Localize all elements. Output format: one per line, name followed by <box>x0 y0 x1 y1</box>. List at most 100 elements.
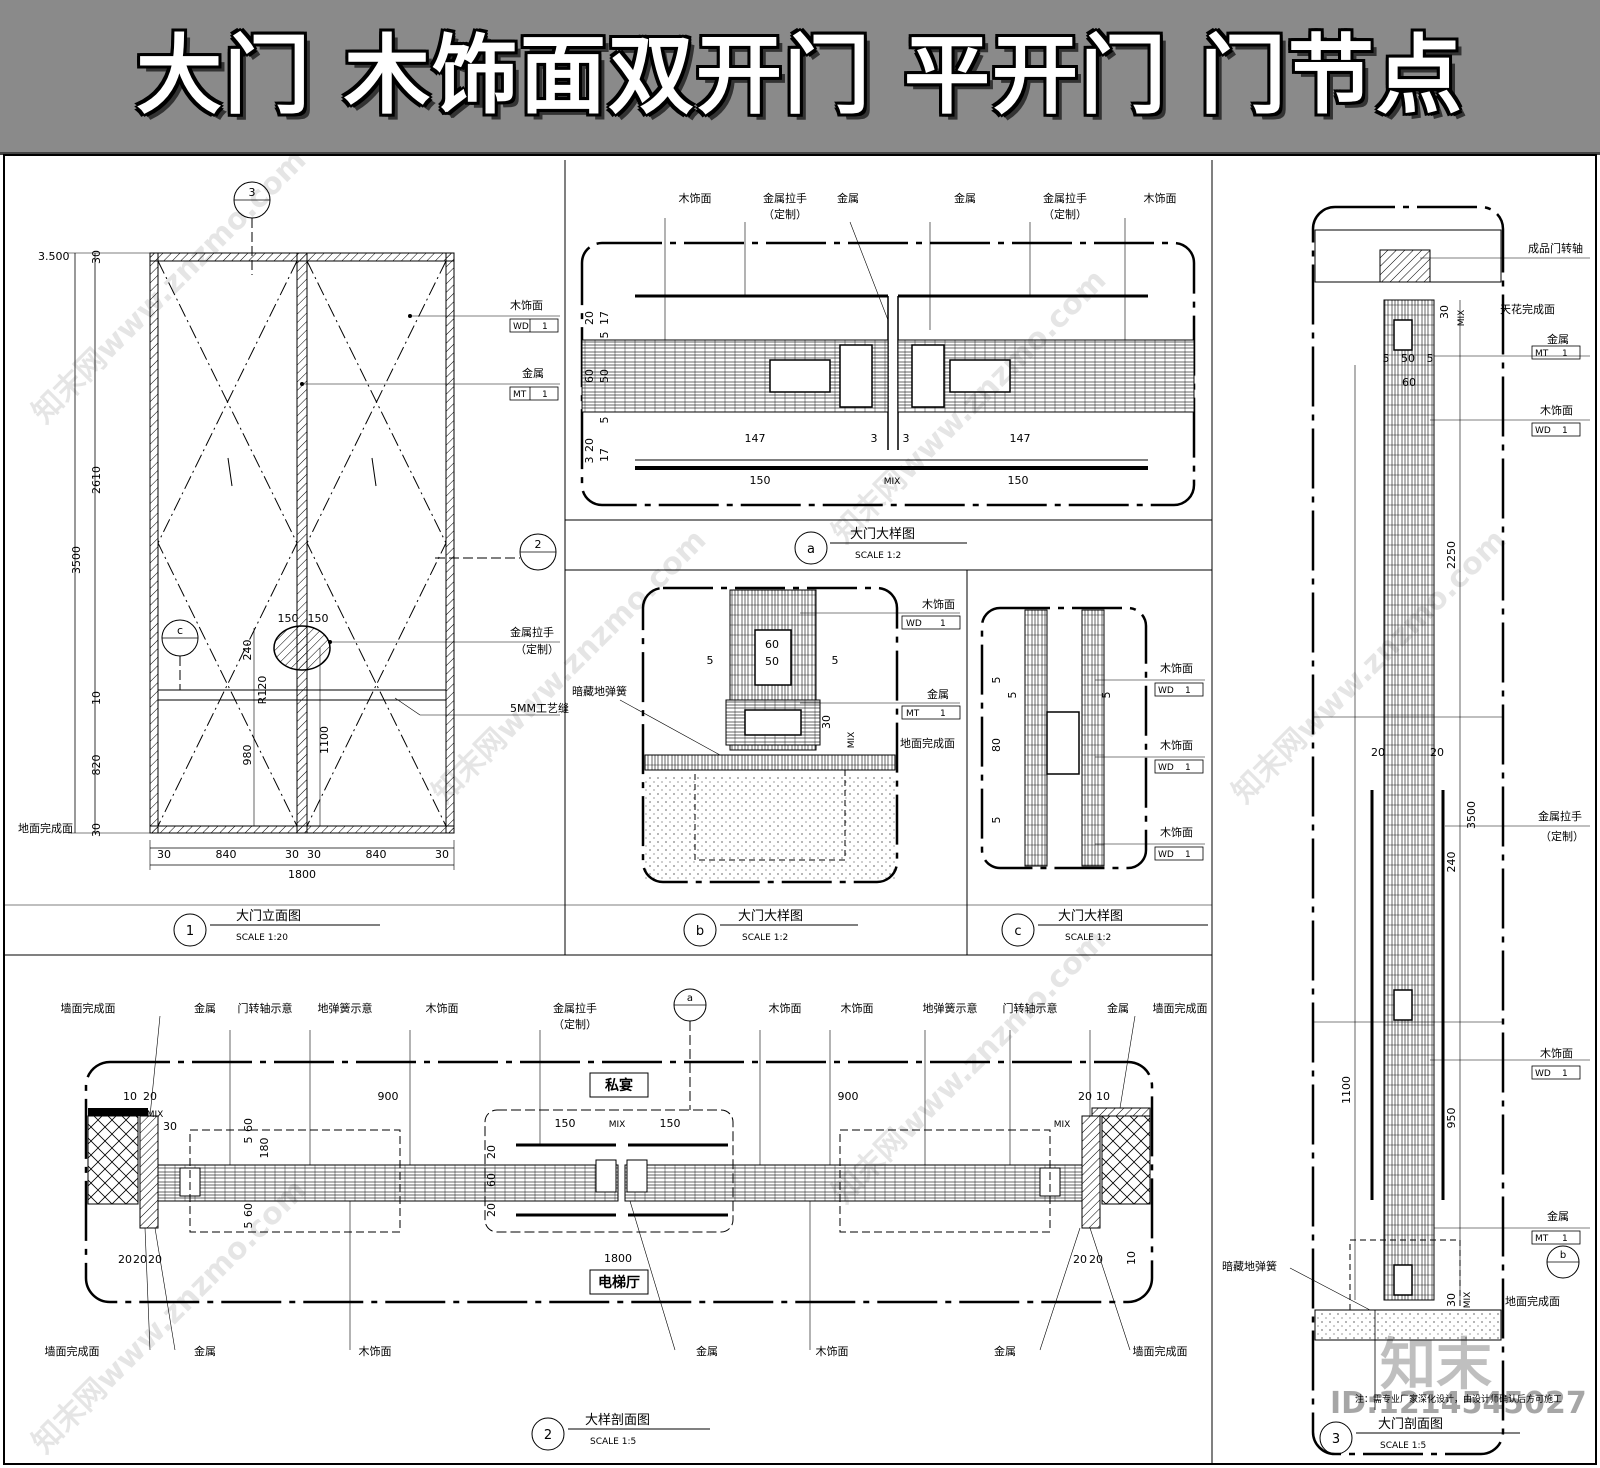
svg-text:180: 180 <box>258 1138 271 1159</box>
svg-text:5: 5 <box>242 1137 255 1144</box>
svg-text:MIX: MIX <box>147 1110 164 1120</box>
door-frame-left <box>149 252 159 834</box>
svg-text:WD: WD <box>1158 850 1174 860</box>
svg-text:20: 20 <box>485 1203 498 1217</box>
svg-text:（定制）: （定制） <box>1540 829 1584 843</box>
svg-text:30: 30 <box>820 715 833 729</box>
view-2-section: 私宴 电梯厅 a 10 20 900 30 5 60 180 60 5 150 … <box>45 988 1208 1451</box>
a-labels: 木饰面 金属拉手 （定制） 金属 金属 金属拉手 （定制） 木饰面 <box>679 191 1177 221</box>
svg-text:20: 20 <box>1371 746 1385 759</box>
dim-label: 30 <box>435 848 449 861</box>
svg-text:墙面完成面: 墙面完成面 <box>61 1001 116 1015</box>
room-elevator: 电梯厅 <box>598 1274 640 1291</box>
svg-text:c: c <box>177 624 183 637</box>
svg-text:5: 5 <box>598 417 611 424</box>
dim-label: 30 <box>307 848 321 861</box>
svg-text:1: 1 <box>1185 850 1191 860</box>
diamond-right-2 <box>306 260 447 827</box>
svg-text:3500: 3500 <box>1465 801 1478 829</box>
detail-boundary <box>1311 205 1505 1456</box>
svg-text:木饰面: 木饰面 <box>1160 738 1193 752</box>
svg-text:5: 5 <box>242 1222 255 1229</box>
svg-text:木饰面: 木饰面 <box>1144 191 1177 205</box>
svg-text:5: 5 <box>1006 692 1019 699</box>
detail-boundary <box>84 1060 1154 1304</box>
svg-text:金属拉手: 金属拉手 <box>1043 191 1087 205</box>
svg-text:MT: MT <box>1535 349 1549 359</box>
svg-text:MT: MT <box>906 709 920 719</box>
svg-text:20: 20 <box>1089 1253 1103 1266</box>
svg-text:50: 50 <box>1401 352 1415 365</box>
svg-text:地面完成面: 地面完成面 <box>900 736 955 750</box>
dim-label: 3500 <box>70 546 83 574</box>
svg-text:地面完成面: 地面完成面 <box>1505 1294 1560 1308</box>
svg-text:20: 20 <box>148 1253 162 1266</box>
svg-text:150: 150 <box>555 1117 576 1130</box>
svg-text:WD: WD <box>1158 686 1174 696</box>
svg-text:150: 150 <box>750 474 771 487</box>
svg-text:17: 17 <box>598 448 611 462</box>
svg-text:大门立面图: 大门立面图 <box>236 909 301 924</box>
svg-text:1: 1 <box>1185 686 1191 696</box>
svg-text:SCALE 1:2: SCALE 1:2 <box>855 551 901 561</box>
view-a-detail: 20 17 5 60 50 5 20 3 17 147 3 3 147 150 … <box>580 191 1196 565</box>
svg-text:30: 30 <box>1438 305 1451 319</box>
svg-text:150: 150 <box>1008 474 1029 487</box>
svg-text:5MM工艺缝: 5MM工艺缝 <box>510 701 569 715</box>
svg-text:木饰面: 木饰面 <box>426 1001 459 1015</box>
svg-text:147: 147 <box>745 432 766 445</box>
construction-note: 注：需专业厂家深化设计，由设计师确认后方可施工 <box>1355 1393 1562 1405</box>
svg-text:木饰面: 木饰面 <box>769 1001 802 1015</box>
svg-text:a: a <box>687 993 693 1004</box>
view-1-elevation: 3.500 地面完成面 30 2610 3500 10 820 30 240 9… <box>18 181 569 947</box>
callout-c: c <box>161 619 199 690</box>
svg-text:金属: 金属 <box>1547 332 1569 346</box>
svg-text:1: 1 <box>940 619 946 629</box>
svg-text:WD: WD <box>513 322 529 332</box>
svg-text:（定制）: （定制） <box>763 207 807 221</box>
room-private: 私宴 <box>605 1077 633 1094</box>
svg-text:20: 20 <box>485 1145 498 1159</box>
dim-label: 30 <box>157 848 171 861</box>
svg-text:金属: 金属 <box>927 687 949 701</box>
dim-label: 1800 <box>288 868 316 881</box>
svg-text:金属拉手: 金属拉手 <box>763 191 807 205</box>
sheet-border <box>3 154 1597 1465</box>
svg-text:50: 50 <box>765 655 779 668</box>
svg-text:5: 5 <box>990 817 1003 824</box>
svg-text:金属拉手: 金属拉手 <box>510 625 554 639</box>
svg-text:MIX: MIX <box>1463 1292 1473 1309</box>
brand-logo: 知末 <box>1380 1333 1492 1398</box>
svg-text:950: 950 <box>1445 1108 1458 1129</box>
dim-label: 150 <box>278 612 299 625</box>
right-leaf <box>624 1164 1083 1202</box>
svg-text:60: 60 <box>583 369 596 383</box>
svg-text:大样剖面图: 大样剖面图 <box>585 1413 650 1428</box>
svg-text:暗藏地弹簧: 暗藏地弹簧 <box>572 684 627 698</box>
image-id-label: ID:1214545027 <box>1330 1386 1587 1421</box>
svg-text:金属: 金属 <box>696 1344 718 1358</box>
svg-text:60: 60 <box>1402 376 1416 389</box>
drawing-title: 大门 木饰面双开门 平开门 门节点 <box>136 26 1464 126</box>
svg-text:金属: 金属 <box>522 366 544 380</box>
svg-text:MIX: MIX <box>847 732 857 749</box>
svg-text:木饰面: 木饰面 <box>1160 661 1193 675</box>
dim-label: 30 <box>285 848 299 861</box>
svg-text:60: 60 <box>242 1203 255 1217</box>
svg-text:金属: 金属 <box>1547 1209 1569 1223</box>
svg-text:SCALE 1:5: SCALE 1:5 <box>590 1437 636 1447</box>
svg-text:900: 900 <box>838 1090 859 1103</box>
dim-label: 1100 <box>318 726 331 754</box>
door-frame-center <box>296 252 308 834</box>
dim-label: 240 <box>241 640 254 661</box>
svg-text:50: 50 <box>598 369 611 383</box>
svg-text:MT: MT <box>1535 1234 1549 1244</box>
left-leaf <box>157 1164 619 1202</box>
view-c-detail: 5 5 80 5 5 木饰面 WD 1 木饰面 WD 1 木饰面 WD 1 c <box>980 606 1208 947</box>
svg-text:地弹簧示意: 地弹簧示意 <box>318 1001 373 1015</box>
svg-text:b: b <box>696 924 704 939</box>
svg-text:20: 20 <box>1073 1253 1087 1266</box>
svg-text:MIX: MIX <box>609 1120 626 1130</box>
svg-text:木饰面: 木饰面 <box>679 191 712 205</box>
svg-text:80: 80 <box>990 738 1003 752</box>
